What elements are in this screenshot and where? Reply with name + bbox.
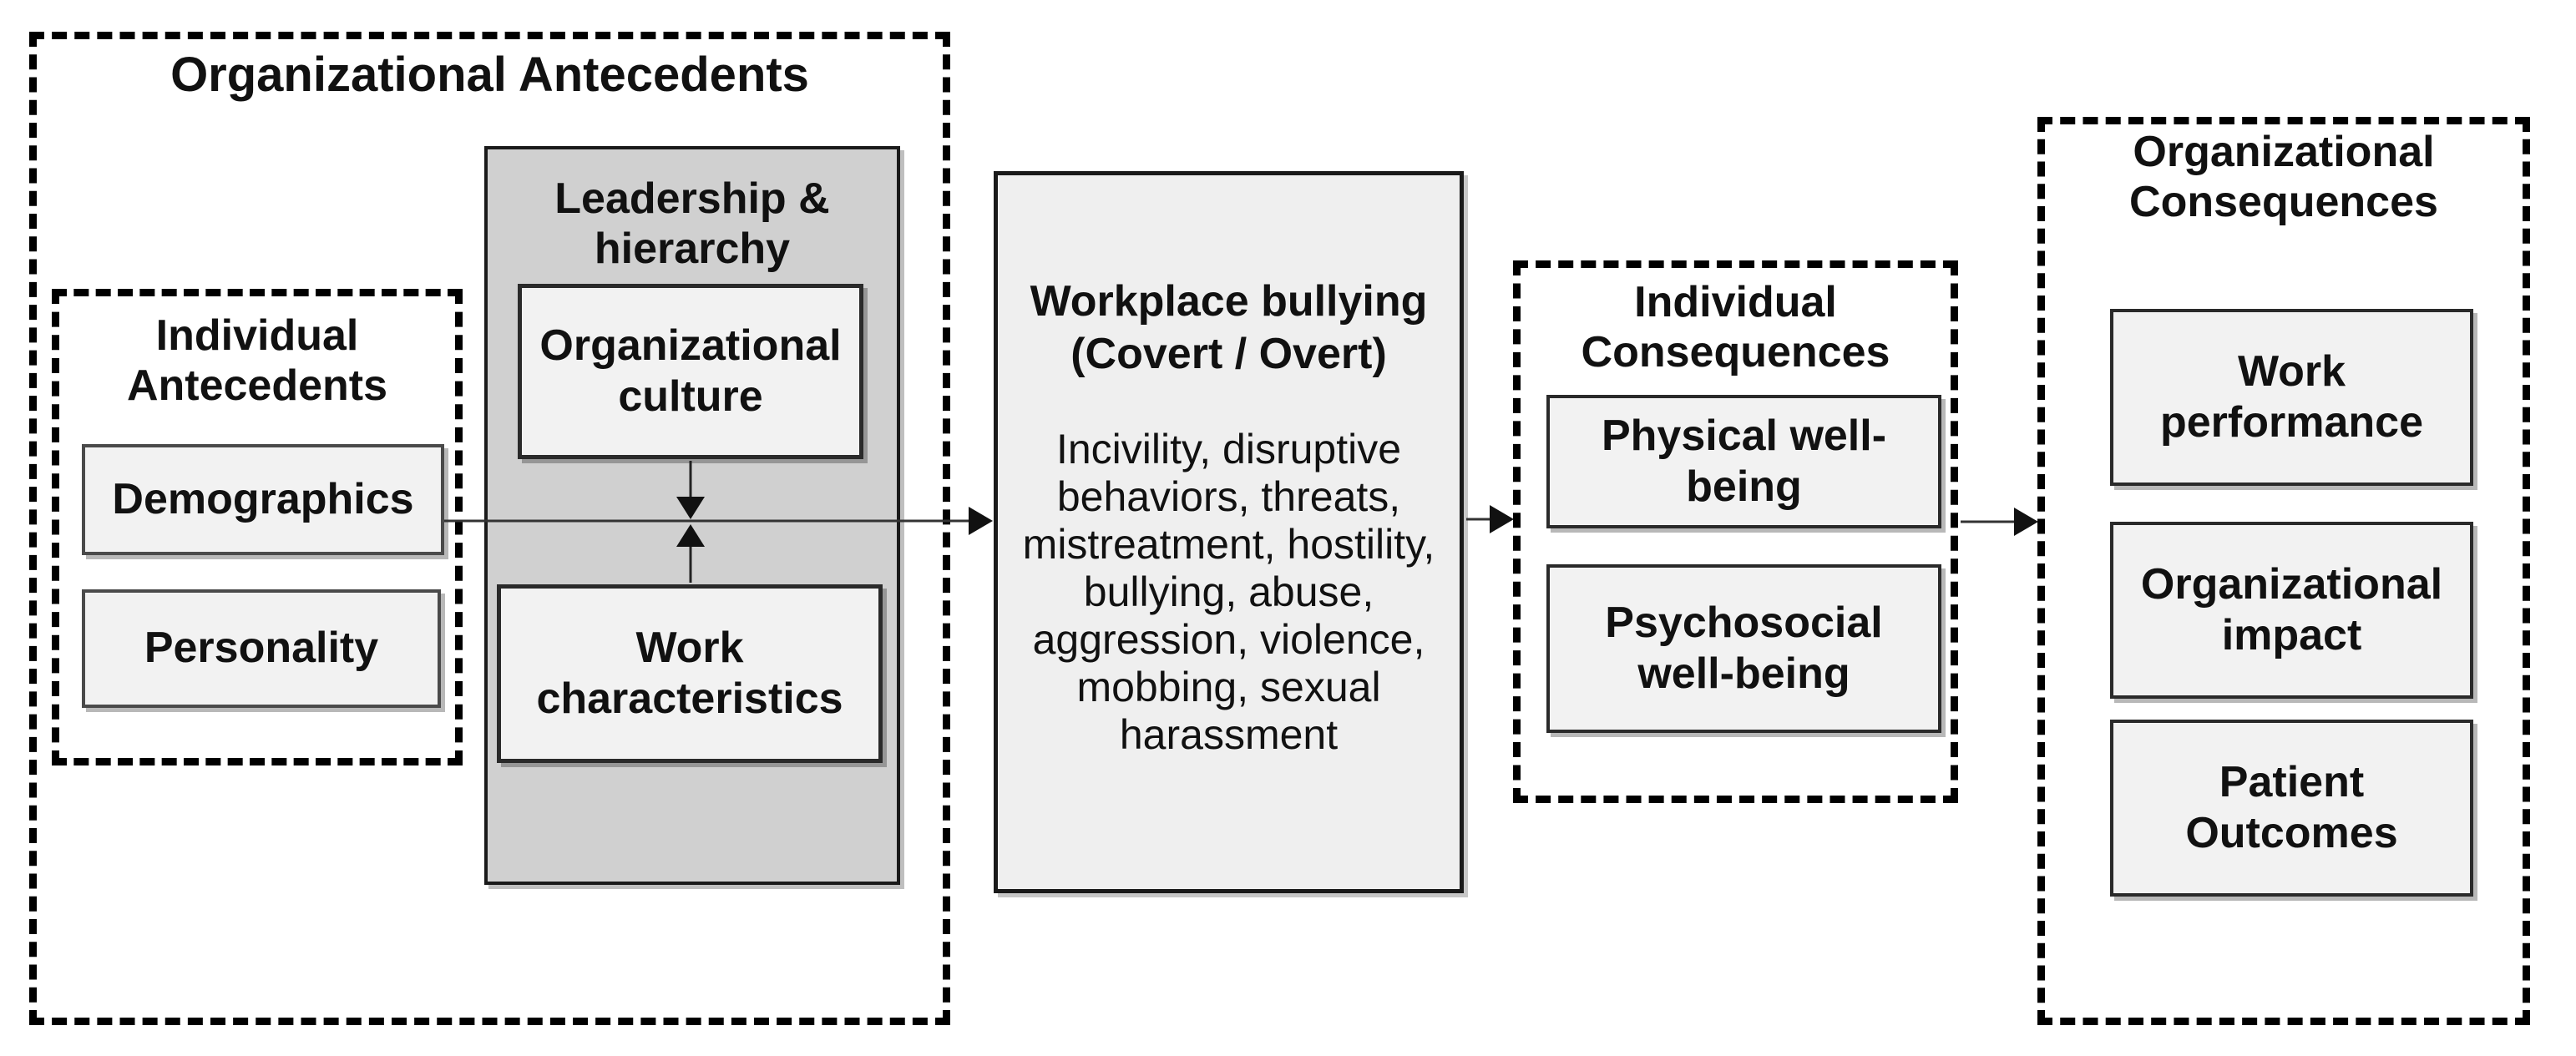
organizational-antecedents-group	[29, 32, 950, 1025]
arrowhead-individual-to-organizational-consequences	[2014, 508, 2038, 536]
workplace-bullying-box: Workplace bullying (Covert / Overt) Inci…	[994, 171, 1464, 893]
individual-antecedents-title: Individual Antecedents	[126, 311, 388, 411]
workplace-bullying-behaviors-text: Incivility, disruptive behaviors, threat…	[1022, 426, 1435, 758]
demographics-box: Demographics	[82, 444, 444, 555]
leadership-hierarchy-title: Leadership & hierarchy	[554, 174, 830, 274]
organizational-consequences-title: Organizational Consequences	[2129, 128, 2438, 227]
patient-outcomes-box: Patient Outcomes	[2110, 720, 2473, 897]
physical-well-being-box: Physical well- being	[1546, 395, 1941, 528]
organizational-impact-box: Organizational impact	[2110, 522, 2473, 699]
arrowhead-bullying-to-individual-consequences	[1490, 505, 1514, 533]
organizational-culture-box: Organizational culture	[518, 284, 863, 459]
organizational-consequences-group	[2037, 117, 2530, 1025]
personality-box: Personality	[82, 589, 441, 708]
individual-antecedents-group	[52, 289, 463, 765]
work-performance-box: Work performance	[2110, 309, 2473, 486]
arrowhead-antecedents-to-bullying	[969, 507, 993, 535]
individual-consequences-group	[1513, 260, 1958, 803]
workplace-bullying-title: Workplace bullying (Covert / Overt)	[1030, 277, 1428, 379]
work-characteristics-box: Work characteristics	[497, 584, 883, 763]
individual-consequences-title: Individual Consequences	[1581, 278, 1890, 377]
organizational-antecedents-title: Organizational Antecedents	[170, 48, 809, 102]
psychosocial-well-being-box: Psychosocial well-being	[1546, 564, 1941, 733]
